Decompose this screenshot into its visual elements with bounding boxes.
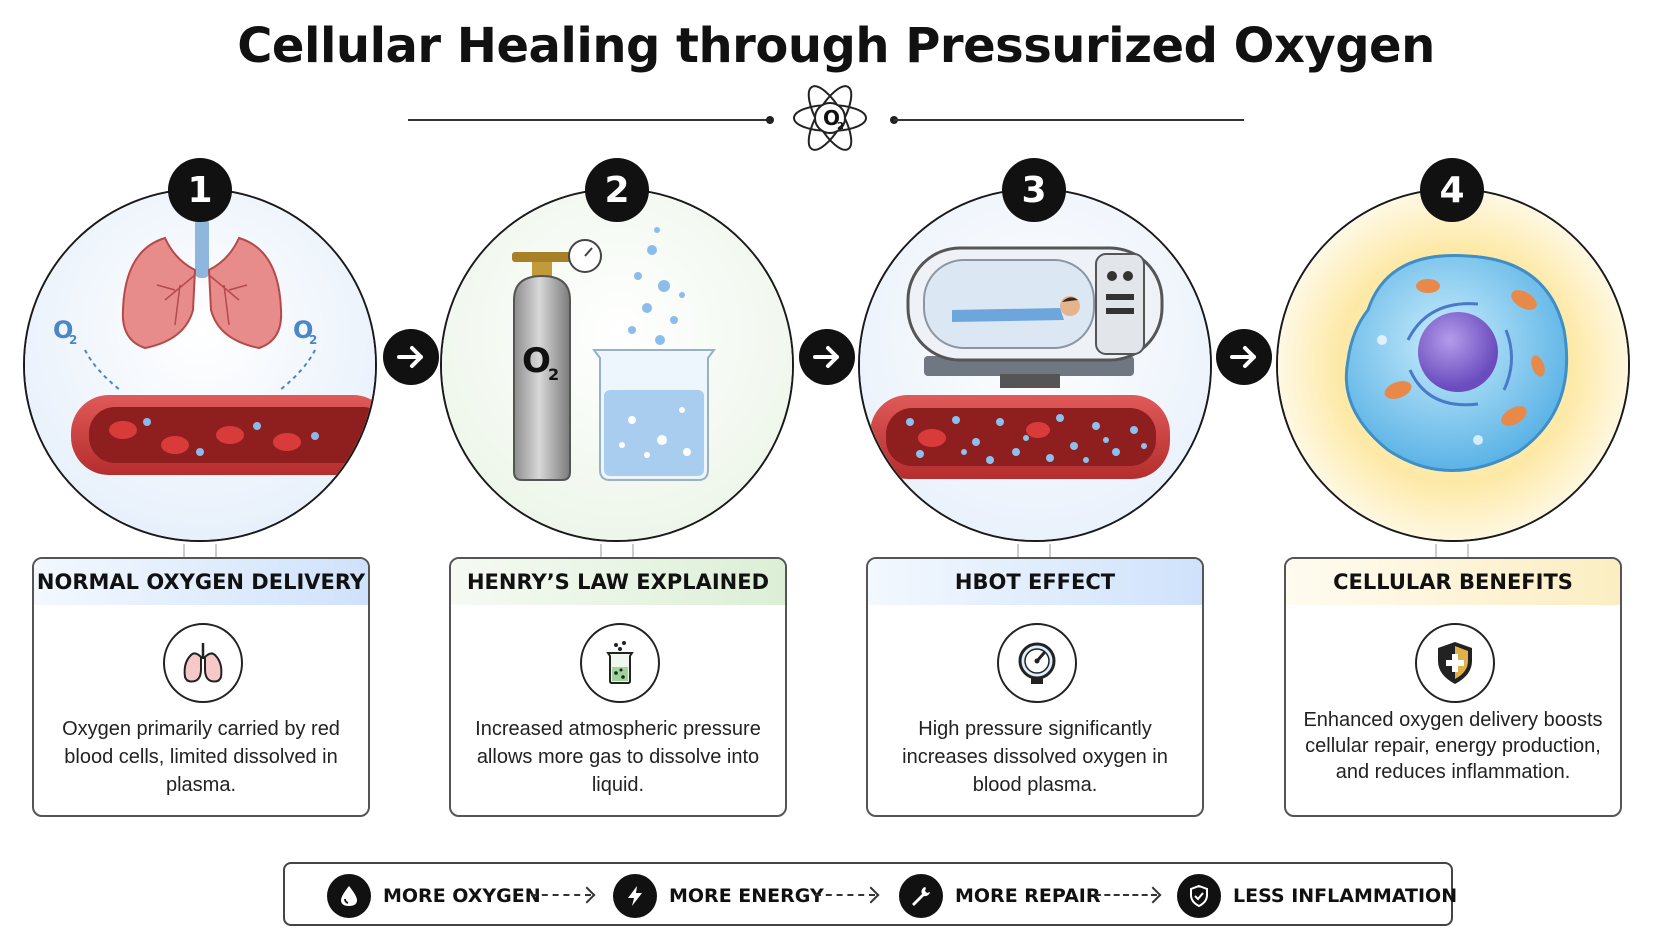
- beaker-icon: [580, 623, 660, 703]
- step-arrow-3: [1216, 329, 1272, 385]
- oxygen-tank-icon: [512, 239, 602, 481]
- atom-symbol: O: [823, 106, 840, 130]
- beaker-icon: [592, 349, 716, 481]
- card-hbot-effect: HBOT EFFECT High pressure significantly …: [866, 557, 1204, 817]
- arrow-right-icon: [1230, 346, 1256, 368]
- arrow-right-icon: [397, 346, 423, 368]
- lungs-icon: [121, 218, 283, 350]
- oxygen-atom-icon: O 2: [793, 85, 867, 151]
- outcome-label: LESS INFLAMMATION: [1233, 885, 1458, 907]
- step-1-number: 1: [168, 158, 232, 222]
- outcome-more-repair: MORE REPAIR: [899, 874, 1100, 918]
- pressure-gauge-icon: [997, 623, 1077, 703]
- human-cell-icon: [1344, 253, 1569, 472]
- card-normal-oxygen-delivery: NORMAL OXYGEN DELIVERY Oxygen primarily …: [32, 557, 370, 817]
- card-cellular-benefits: CELLULAR BENEFITS Enhanced oxygen delive…: [1284, 557, 1622, 817]
- lightning-icon: [613, 874, 657, 918]
- outcome-arrow-3: [1095, 894, 1157, 896]
- outcome-arrow-1: [531, 894, 591, 896]
- blood-vessel: [71, 395, 375, 475]
- connector-2: [600, 544, 634, 558]
- gas-bubbles: [628, 227, 685, 345]
- card-heading: NORMAL OXYGEN DELIVERY: [34, 559, 368, 605]
- wrench-icon: [899, 874, 943, 918]
- title-divider-right: [894, 119, 1244, 121]
- outcome-less-inflammation: LESS INFLAMMATION: [1177, 874, 1457, 918]
- tank-o2-label: O: [522, 341, 551, 381]
- step-2-number: 2: [585, 158, 649, 222]
- card-heading: HBOT EFFECT: [868, 559, 1202, 605]
- title-divider-left: [408, 119, 770, 121]
- hyperbaric-chamber-icon: [906, 246, 1164, 388]
- atom-subscript: 2: [837, 121, 844, 132]
- outcome-label: MORE ENERGY: [669, 885, 824, 907]
- step-3-number: 3: [1002, 158, 1066, 222]
- step-2-illustration: O 2: [440, 188, 794, 542]
- arrow-right-icon: [813, 346, 839, 368]
- step-4-illustration: [1276, 188, 1630, 542]
- card-heading: HENRY’S LAW EXPLAINED: [451, 559, 785, 605]
- lungs-icon: [163, 623, 243, 703]
- step-4-number: 4: [1420, 158, 1484, 222]
- card-description: Increased atmospheric pressure allows mo…: [475, 718, 761, 796]
- shield-icon: [1177, 874, 1221, 918]
- svg-text:2: 2: [69, 333, 77, 347]
- connector-3: [1017, 544, 1051, 558]
- card-description: Enhanced oxygen delivery boosts cellular…: [1303, 709, 1603, 783]
- outcome-label: MORE REPAIR: [955, 885, 1101, 907]
- step-arrow-2: [799, 329, 855, 385]
- card-description: High pressure significantly increases di…: [902, 718, 1168, 796]
- outcome-more-energy: MORE ENERGY: [613, 874, 824, 918]
- o2-label-left: O: [53, 316, 73, 344]
- blood-vessel-oxygenated: [870, 395, 1170, 479]
- card-description: Oxygen primarily carried by red blood ce…: [62, 718, 340, 796]
- shield-cross-icon: [1415, 623, 1495, 703]
- step-1-illustration: O 2 O 2: [23, 188, 377, 542]
- page-title: Cellular Healing through Pressurized Oxy…: [237, 18, 1435, 74]
- card-heading: CELLULAR BENEFITS: [1286, 559, 1620, 605]
- step-arrow-1: [383, 329, 439, 385]
- droplet-icon: [327, 874, 371, 918]
- outcome-more-oxygen: MORE OXYGEN: [327, 874, 541, 918]
- svg-text:2: 2: [548, 365, 559, 384]
- o2-label-right: O: [293, 316, 313, 344]
- outcomes-bar: MORE OXYGEN MORE ENERGY MORE REPAIR LESS…: [283, 862, 1457, 926]
- svg-text:2: 2: [309, 333, 317, 347]
- card-henrys-law: HENRY’S LAW EXPLAINED Increased atmosphe…: [449, 557, 787, 817]
- outcome-arrow-2: [815, 894, 875, 896]
- connector-4: [1435, 544, 1469, 558]
- step-3-illustration: [858, 188, 1212, 542]
- divider-dot-left: [766, 116, 774, 124]
- outcome-label: MORE OXYGEN: [383, 885, 541, 907]
- connector-1: [183, 544, 217, 558]
